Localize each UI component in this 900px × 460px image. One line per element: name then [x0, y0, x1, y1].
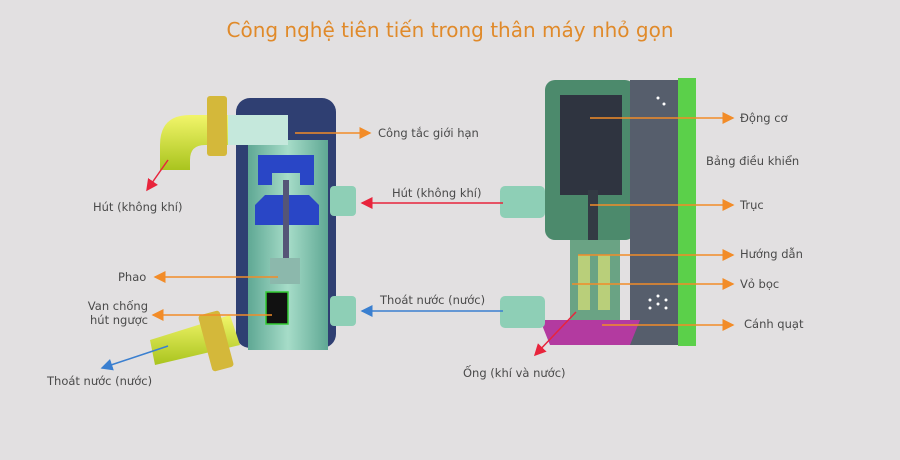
label-suction-air-left: Hút (không khí) [93, 200, 183, 214]
label-motor: Động cơ [740, 111, 788, 125]
label-check-valve: Van chống hút ngược [86, 299, 148, 327]
label-casing: Vỏ bọc [740, 277, 780, 291]
label-float: Phao [118, 270, 147, 284]
right-pump-unit [500, 78, 696, 346]
label-check-valve-line2: hút ngược [90, 313, 148, 327]
label-drain-water-center: Thoát nước (nước) [380, 293, 486, 307]
label-limit-switch: Công tắc giới hạn [378, 126, 479, 140]
label-control-panel: Bảng điều khiển [706, 154, 800, 168]
label-shaft: Trục [740, 198, 764, 212]
label-suction-air-center: Hút (không khí) [392, 186, 482, 200]
left-pump-unit [150, 96, 356, 372]
label-guide: Hướng dẫn [740, 247, 803, 261]
diagram-title: Công nghệ tiên tiến trong thân máy nhỏ g… [226, 18, 674, 42]
label-drain-water-left: Thoát nước (nước) [47, 374, 153, 388]
label-pipe: Ống (khí và nước) [463, 366, 566, 380]
label-impeller: Cánh quạt [744, 317, 804, 331]
label-check-valve-line1: Van chống [87, 299, 148, 313]
